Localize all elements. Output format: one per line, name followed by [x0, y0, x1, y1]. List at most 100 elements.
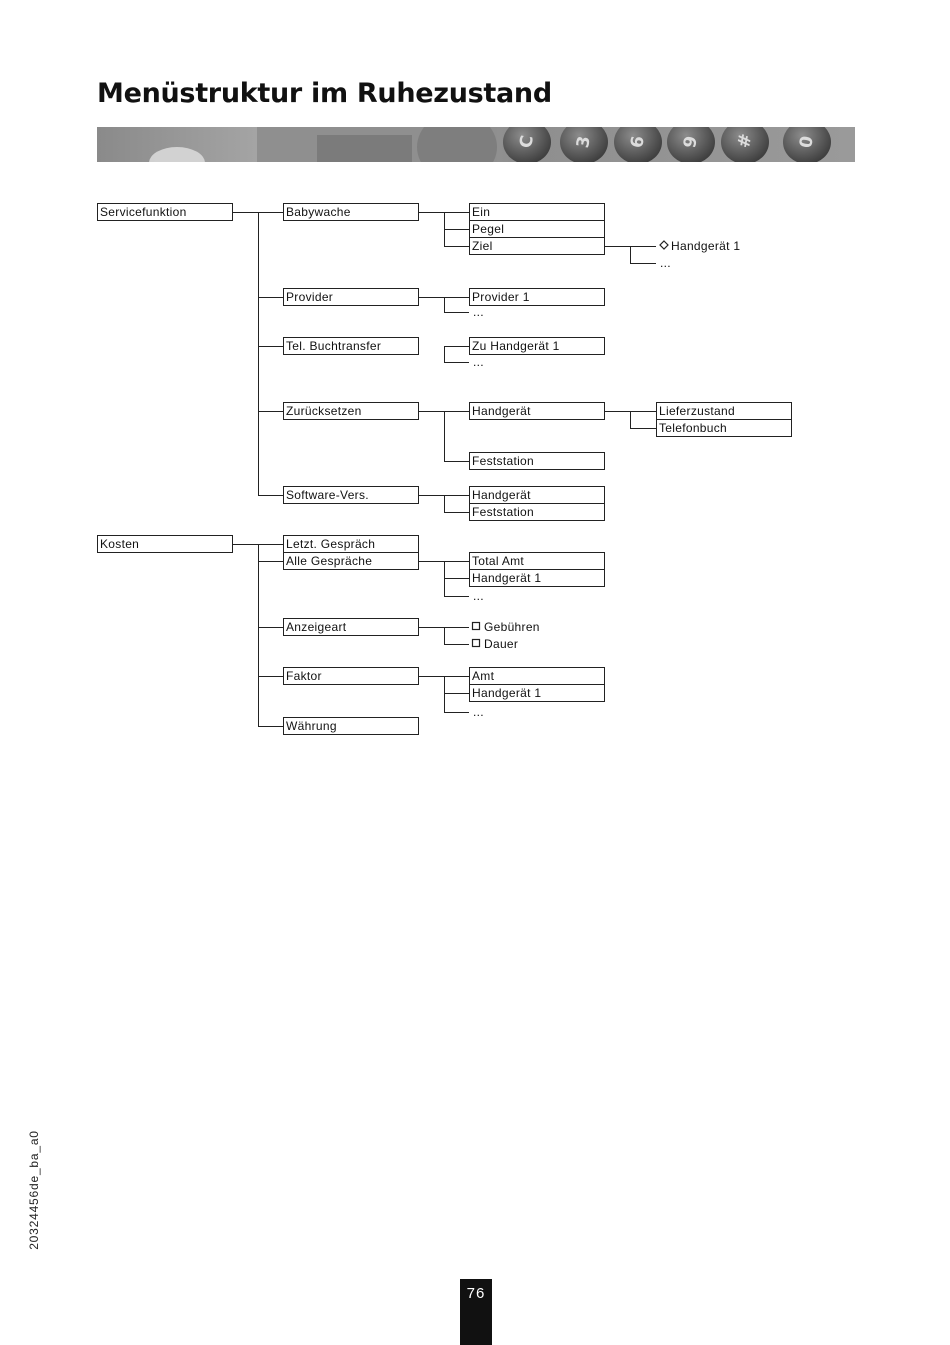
menu-item-ellipsis: ...	[473, 305, 484, 319]
menu-item-servicefunktion: Servicefunktion	[97, 203, 233, 221]
menu-item-pegel: Pegel	[469, 220, 605, 238]
menu-item-label: Anzeigeart	[286, 620, 347, 634]
menu-item-box	[469, 237, 605, 255]
menu-item-box	[656, 419, 792, 437]
tree-connector	[418, 411, 469, 462]
tree-connector	[232, 212, 283, 496]
menu-item-label: Provider 1	[472, 290, 530, 304]
menu-item-handgerät: Handgerät	[469, 402, 605, 420]
menu-item-label: Letzt. Gespräch	[286, 537, 375, 551]
tree-connector	[418, 212, 469, 247]
menu-item-box	[469, 569, 605, 587]
menu-item-feststation: Feststation	[469, 452, 605, 470]
checkbox-icon	[471, 638, 481, 648]
menu-item-label: Software-Vers.	[286, 488, 369, 502]
tree-connector	[418, 561, 469, 597]
menu-item-label: ...	[473, 305, 484, 319]
menu-item-währung: Währung	[283, 717, 419, 735]
menu-item-provider: Provider	[283, 288, 419, 306]
menu-item-ellipsis: ...	[660, 256, 671, 270]
menu-item-lieferzustand: Lieferzustand	[656, 402, 792, 420]
menu-item-amt: Amt	[469, 667, 605, 685]
menu-item-label: Feststation	[472, 454, 534, 468]
tree-connector	[232, 544, 283, 727]
menu-item-box	[283, 203, 419, 221]
menu-item-telefonbuch: Telefonbuch	[656, 419, 792, 437]
menu-item-handgerät: Handgerät	[469, 486, 605, 504]
keypad-key	[783, 127, 831, 162]
menu-item-ellipsis: ...	[473, 589, 484, 603]
menu-item-ellipsis: ...	[473, 705, 484, 719]
menu-item-label: Zurücksetzen	[286, 404, 362, 418]
menu-item-label: Alle Gespräche	[286, 554, 372, 568]
menu-item-label: Telefonbuch	[659, 421, 727, 435]
keypad-key-label: 3	[573, 135, 595, 150]
tree-connector	[418, 627, 469, 645]
menu-item-label: Feststation	[472, 505, 534, 519]
menu-item-handgerät-1: Handgerät 1	[469, 684, 605, 702]
keypad-key	[560, 127, 608, 162]
menu-item-box	[283, 552, 419, 570]
menu-item-label: Handgerät	[472, 488, 531, 502]
menu-item-handgerät-1: Handgerät 1	[659, 239, 740, 253]
menu-item-label: ...	[473, 589, 484, 603]
keypad-key-label: #	[734, 132, 756, 150]
page-number: 76	[466, 1285, 486, 1302]
menu-item-babywache: Babywache	[283, 203, 419, 221]
keypad-key	[614, 127, 662, 162]
tree-connector	[604, 411, 656, 429]
menu-item-label: Handgerät	[472, 404, 531, 418]
keypad-key-label: 9	[680, 135, 702, 150]
menu-item-ellipsis: ...	[473, 355, 484, 369]
phone-keypad-image: C 3 6 9 #0	[97, 127, 855, 162]
menu-item-faktor: Faktor	[283, 667, 419, 685]
menu-item-software-vers: Software-Vers.	[283, 486, 419, 504]
menu-item-box	[469, 402, 605, 420]
menu-item-label: Lieferzustand	[659, 404, 735, 418]
keypad-key	[503, 127, 551, 162]
checkbox-icon	[471, 621, 481, 631]
keypad-key	[667, 127, 715, 162]
menu-item-anzeigeart: Anzeigeart	[283, 618, 419, 636]
menu-item-box	[283, 288, 419, 306]
menu-item-box	[469, 337, 605, 355]
menu-item-alle-gespräche: Alle Gespräche	[283, 552, 419, 570]
menu-item-label: Handgerät 1	[472, 571, 541, 585]
diamond-icon	[659, 240, 669, 250]
menu-item-zu-handgerät-1: Zu Handgerät 1	[469, 337, 605, 355]
page-title: Menüstruktur im Ruhezustand	[97, 78, 552, 109]
menu-item-provider-1: Provider 1	[469, 288, 605, 306]
menu-item-ein: Ein	[469, 203, 605, 221]
menu-item-box	[283, 667, 419, 685]
keypad-key-label: 0	[796, 134, 818, 149]
menu-item-zurücksetzen: Zurücksetzen	[283, 402, 419, 420]
menu-item-box	[469, 452, 605, 470]
keypad-key-label: C	[516, 134, 538, 150]
menu-item-kosten: Kosten	[97, 535, 233, 553]
menu-item-tel-buchtransfer: Tel. Buchtransfer	[283, 337, 419, 355]
menu-item-box	[283, 337, 419, 355]
menu-item-label: ...	[473, 705, 484, 719]
menu-item-label: Zu Handgerät 1	[472, 339, 560, 353]
tree-connector	[444, 346, 469, 363]
menu-item-ziel: Ziel	[469, 237, 605, 255]
menu-item-label: Gebühren	[484, 620, 540, 634]
menu-item-box	[283, 618, 419, 636]
keypad-key-label: 6	[627, 135, 649, 150]
menu-item-box	[283, 402, 419, 420]
menu-item-label: Total Amt	[472, 554, 524, 568]
tree-connector	[604, 246, 656, 264]
menu-item-box	[469, 288, 605, 306]
menu-item-label: Kosten	[100, 537, 139, 551]
tree-connector	[418, 495, 469, 513]
menu-item-box	[97, 203, 233, 221]
menu-item-label: Handgerät 1	[472, 686, 541, 700]
menu-item-label: Ein	[472, 205, 490, 219]
menu-item-handgerät-1: Handgerät 1	[469, 569, 605, 587]
page-number-tab: 76	[460, 1279, 492, 1345]
menu-item-box	[283, 486, 419, 504]
tree-connector	[418, 676, 469, 713]
keypad-key	[721, 127, 769, 162]
